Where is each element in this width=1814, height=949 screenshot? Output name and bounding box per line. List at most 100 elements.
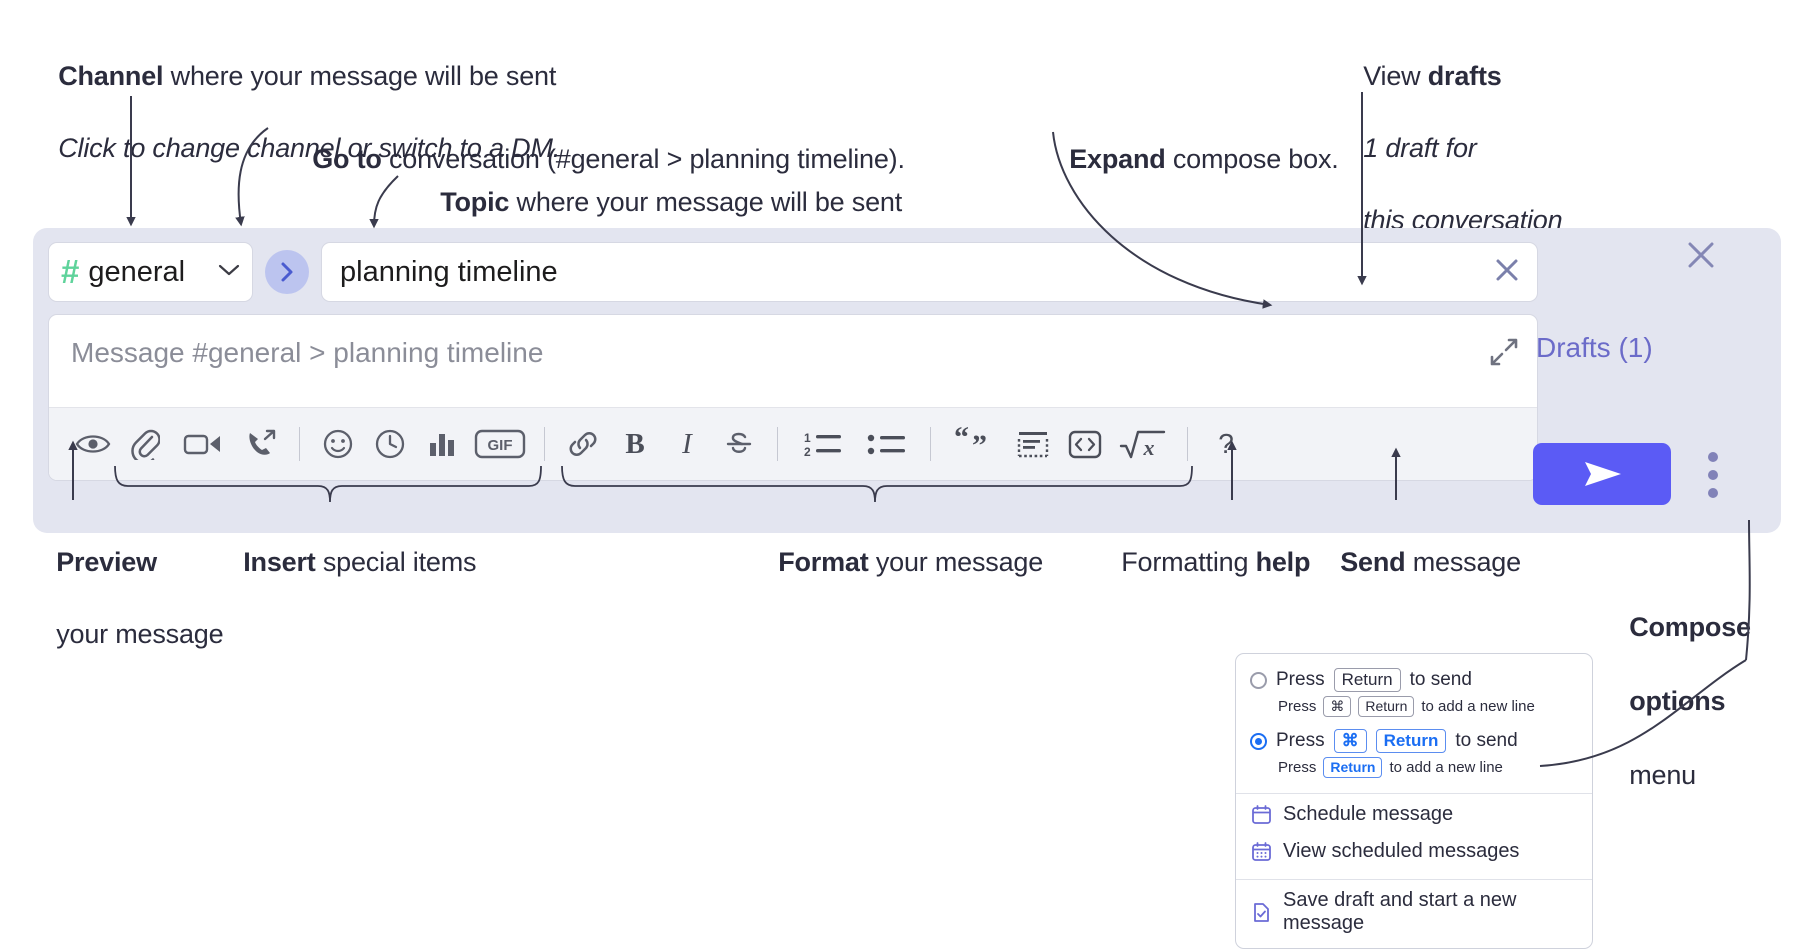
annotation-insert: Insert special items xyxy=(214,508,476,616)
option2-press: Press xyxy=(1276,730,1325,751)
channel-selector[interactable]: # general xyxy=(48,242,253,302)
annotation-preview-bold: Preview xyxy=(56,547,157,577)
message-placeholder: Message #general > planning timeline xyxy=(71,337,544,368)
radio-selected-icon[interactable] xyxy=(1250,732,1267,750)
channel-name: general xyxy=(88,255,186,288)
annotation-channel-rest: where your message will be sent xyxy=(163,61,557,91)
annotation-format: Format your message xyxy=(749,508,1043,616)
send-option-cmd-return[interactable]: Press ⌘ Return to send xyxy=(1236,723,1592,753)
compose-options-button[interactable] xyxy=(1700,452,1726,498)
chevron-right-icon xyxy=(281,262,293,282)
annotation-goto-rest: conversation (#general > planning timeli… xyxy=(381,144,905,174)
send-option-return[interactable]: Press Return to send xyxy=(1236,662,1592,692)
svg-text:B: B xyxy=(625,428,644,460)
key-return-sub: Return xyxy=(1358,696,1415,717)
help-icon[interactable]: ? xyxy=(1200,418,1252,470)
strikethrough-icon[interactable] xyxy=(713,418,765,470)
annotation-expand-rest: compose box. xyxy=(1165,144,1339,174)
annotation-drafts-lead: View xyxy=(1363,61,1428,91)
radio-unselected-icon[interactable] xyxy=(1250,671,1267,689)
formatting-toolbar: GIF B I xyxy=(49,407,1537,480)
annotation-goto: Go to conversation (#general > planning … xyxy=(283,105,905,213)
drafts-link[interactable]: Drafts (1) xyxy=(1536,332,1653,363)
video-icon[interactable] xyxy=(171,418,235,470)
svg-text:2: 2 xyxy=(804,445,811,459)
math-icon[interactable]: x xyxy=(1111,418,1175,470)
toolbar-divider xyxy=(544,427,545,461)
attachment-icon[interactable] xyxy=(119,418,171,470)
option1-sub-tail: to add a new line xyxy=(1421,698,1535,715)
hash-icon: # xyxy=(61,252,80,290)
annotation-preview-rest: your message xyxy=(56,619,224,649)
bulleted-list-icon[interactable] xyxy=(854,418,918,470)
close-icon[interactable] xyxy=(1683,237,1719,278)
option1-tosend: to send xyxy=(1409,669,1472,690)
annotation-expand: Expand compose box. xyxy=(1040,105,1339,213)
svg-text:x: x xyxy=(1143,435,1155,460)
send-option-return-sub: Press ⌘ Return to add a new line xyxy=(1236,692,1592,723)
link-icon[interactable] xyxy=(557,418,609,470)
annotation-compose-options: Compose options menu xyxy=(1600,572,1751,831)
annotation-help: Formatting help xyxy=(1092,508,1310,616)
poll-icon[interactable] xyxy=(416,418,468,470)
menu-item-label: Save draft and start a new message xyxy=(1283,889,1517,934)
option1-sub-press: Press xyxy=(1278,698,1317,715)
chevron-down-icon xyxy=(218,263,240,282)
annotation-channel-bold: Channel xyxy=(58,61,164,91)
blockquote-icon[interactable]: “” xyxy=(943,418,1007,470)
italic-icon[interactable]: I xyxy=(661,418,713,470)
topic-field[interactable]: planning timeline xyxy=(321,242,1538,302)
compose-inner: # general planning timeline xyxy=(48,242,1538,481)
compose-top-row: # general planning timeline xyxy=(48,242,1538,302)
goto-conversation-button[interactable] xyxy=(265,250,309,294)
bold-icon[interactable]: B xyxy=(609,418,661,470)
annotation-goto-bold: Go to xyxy=(312,144,382,174)
menu-item-schedule-message[interactable]: Schedule message xyxy=(1236,796,1592,833)
annotation-insert-rest: special items xyxy=(315,547,477,577)
send-option-cmd-return-sub: Press Return to add a new line xyxy=(1236,753,1592,784)
annotation-compose-options-line1: Compose xyxy=(1629,612,1751,642)
annotation-send: Send message xyxy=(1311,508,1521,616)
annotation-send-bold: Send xyxy=(1340,547,1406,577)
menu-divider xyxy=(1236,793,1592,794)
annotation-format-bold: Format xyxy=(778,547,869,577)
send-icon xyxy=(1585,462,1621,486)
menu-item-label: View scheduled messages xyxy=(1283,840,1520,862)
code-icon[interactable] xyxy=(1059,418,1111,470)
menu-item-label: Schedule message xyxy=(1283,803,1454,825)
reminder-icon[interactable] xyxy=(364,418,416,470)
code-block-icon[interactable] xyxy=(1007,418,1059,470)
emoji-icon[interactable] xyxy=(312,418,364,470)
annotation-compose-options-rest: menu xyxy=(1629,760,1696,790)
expand-icon[interactable] xyxy=(1489,337,1519,372)
annotation-topic-bold: Topic xyxy=(440,187,510,217)
menu-item-save-draft[interactable]: Save draft and start a new message xyxy=(1236,882,1592,942)
toolbar-divider xyxy=(1187,427,1188,461)
svg-text:?: ? xyxy=(1218,428,1234,459)
key-return: Return xyxy=(1333,668,1401,692)
annotation-topic: Topic where your message will be sent xyxy=(411,148,902,256)
annotation-insert-bold: Insert xyxy=(243,547,316,577)
toolbar-divider xyxy=(777,427,778,461)
menu-divider xyxy=(1236,879,1592,880)
option2-sub-press: Press xyxy=(1278,759,1317,776)
send-button[interactable] xyxy=(1533,443,1671,505)
option2-tosend: to send xyxy=(1455,730,1518,751)
svg-text:GIF: GIF xyxy=(488,437,513,454)
preview-icon[interactable] xyxy=(67,418,119,470)
option2-sub-tail: to add a new line xyxy=(1389,759,1503,776)
message-input[interactable]: Message #general > planning timeline xyxy=(49,315,1537,407)
toolbar-divider xyxy=(930,427,931,461)
annotation-topic-rest: where your message will be sent xyxy=(509,187,903,217)
gif-icon[interactable]: GIF xyxy=(468,418,532,470)
audio-icon[interactable] xyxy=(235,418,287,470)
clear-icon[interactable] xyxy=(1491,254,1523,291)
topic-value: planning timeline xyxy=(340,255,558,288)
compose-panel: # general planning timeline xyxy=(33,228,1781,533)
toolbar-divider xyxy=(299,427,300,461)
save-draft-icon xyxy=(1250,901,1272,923)
menu-item-view-scheduled[interactable]: View scheduled messages xyxy=(1236,833,1592,870)
annotation-expand-bold: Expand xyxy=(1069,144,1166,174)
